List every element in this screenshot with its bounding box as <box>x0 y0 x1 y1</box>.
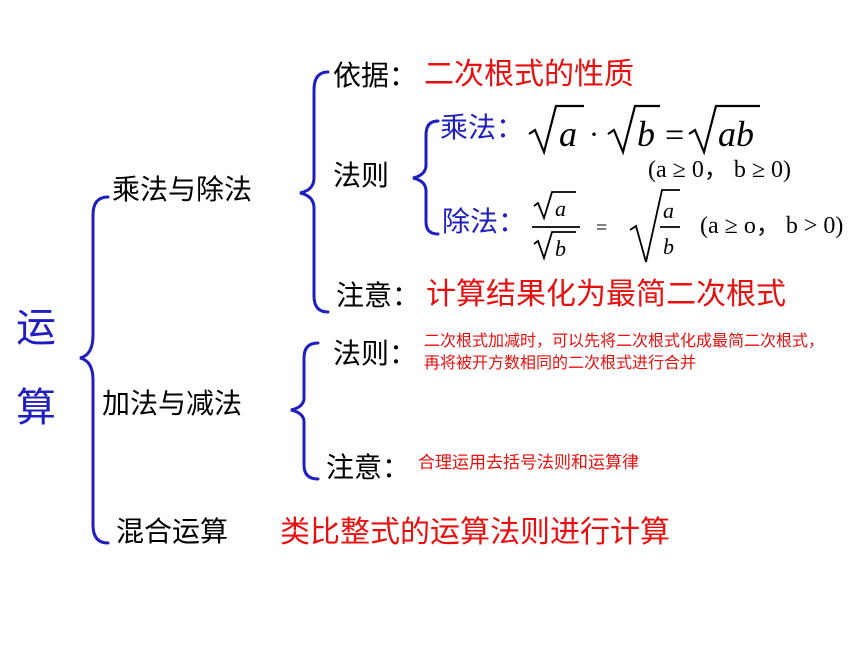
add-sub-brace <box>290 341 320 481</box>
add-sub-rules-label: 法则： <box>333 337 418 370</box>
divide-label: 除法： <box>442 205 527 238</box>
branch-add-sub-label: 加法与减法 <box>102 387 243 420</box>
main-brace <box>79 195 110 545</box>
multiply-eq: = <box>665 117 684 154</box>
mul-div-note-value: 计算结果化为最简二次根式 <box>426 277 786 312</box>
multiply-label: 乘法： <box>440 111 525 144</box>
basis-label: 依据： <box>333 59 418 92</box>
mul-div-note-label: 注意： <box>336 279 421 312</box>
branch-mixed-value: 类比整式的运算法则进行计算 <box>280 515 670 550</box>
divide-formula: a b = a b <box>532 189 680 263</box>
multiply-b: b <box>637 114 655 154</box>
root-char-2: 算 <box>16 385 56 431</box>
divide-condition: (a ≥ o， b > 0) <box>700 213 844 239</box>
add-sub-rules-value: 二次根式加减时，可以先将二次根式化成最简二次根式，再将被开方数相同的二次根式进行… <box>424 331 825 372</box>
divide-rhs-b: b <box>663 234 674 259</box>
rules-brace <box>412 119 440 236</box>
rules-label: 法则 <box>333 159 390 192</box>
multiply-ab: ab <box>718 114 754 154</box>
basis-value: 二次根式的性质 <box>424 57 634 92</box>
multiply-condition: (a ≥ 0， b ≥ 0) <box>648 157 791 183</box>
branch-mul-div-label: 乘法与除法 <box>112 173 253 206</box>
divide-rhs-a: a <box>663 198 674 223</box>
root-char-1: 运 <box>16 305 56 351</box>
add-sub-note-value: 合理运用去括号法则和运算律 <box>418 453 639 473</box>
branch-mixed-label: 混合运算 <box>116 515 229 548</box>
mul-div-brace <box>299 70 330 314</box>
multiply-dot: · <box>589 118 599 151</box>
divide-eq: = <box>596 217 607 239</box>
divide-num-a: a <box>555 196 566 221</box>
divide-den-b: b <box>555 236 566 261</box>
multiply-a: a <box>559 114 577 154</box>
add-sub-note-label: 注意： <box>326 451 411 484</box>
multiply-formula: a · b = ab <box>528 104 760 156</box>
